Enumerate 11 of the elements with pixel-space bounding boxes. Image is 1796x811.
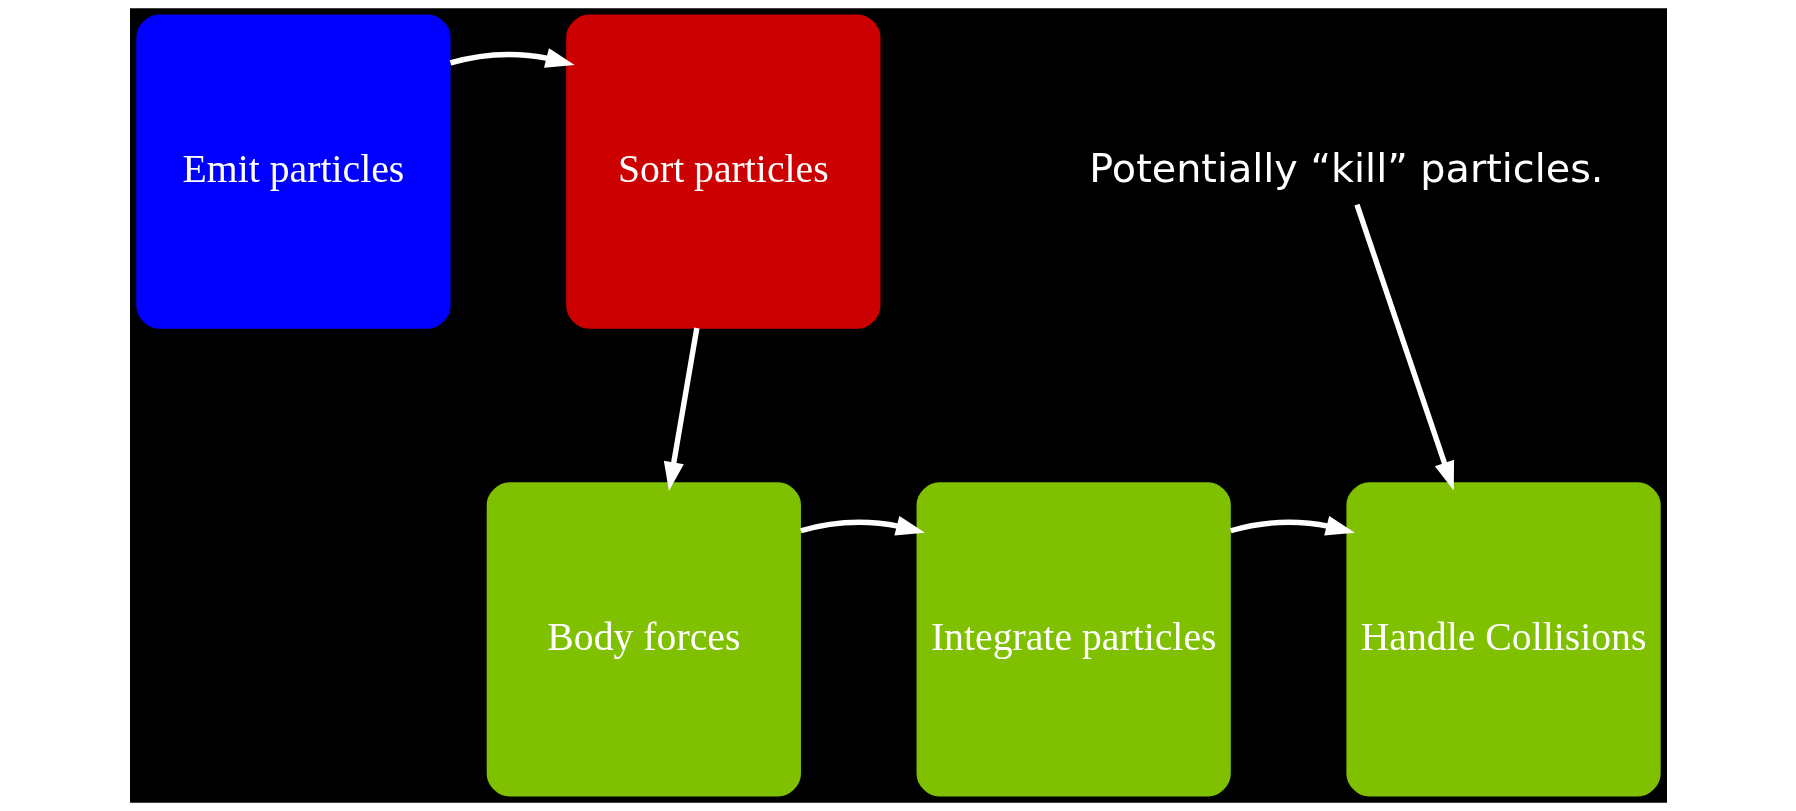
node-box: Emit particles [135, 14, 451, 329]
arrow [799, 515, 925, 536]
arrow [1353, 203, 1454, 491]
node-box: Integrate particles [916, 482, 1231, 797]
node-text: Potentially “kill” particles. [1088, 144, 1603, 191]
node-box: Handle Collisions [1345, 482, 1661, 797]
arrow [449, 48, 575, 68]
arrow [663, 327, 700, 491]
node-box: Body forces [486, 482, 801, 797]
node-box: Sort particles [565, 14, 880, 329]
arrow [1229, 515, 1355, 536]
